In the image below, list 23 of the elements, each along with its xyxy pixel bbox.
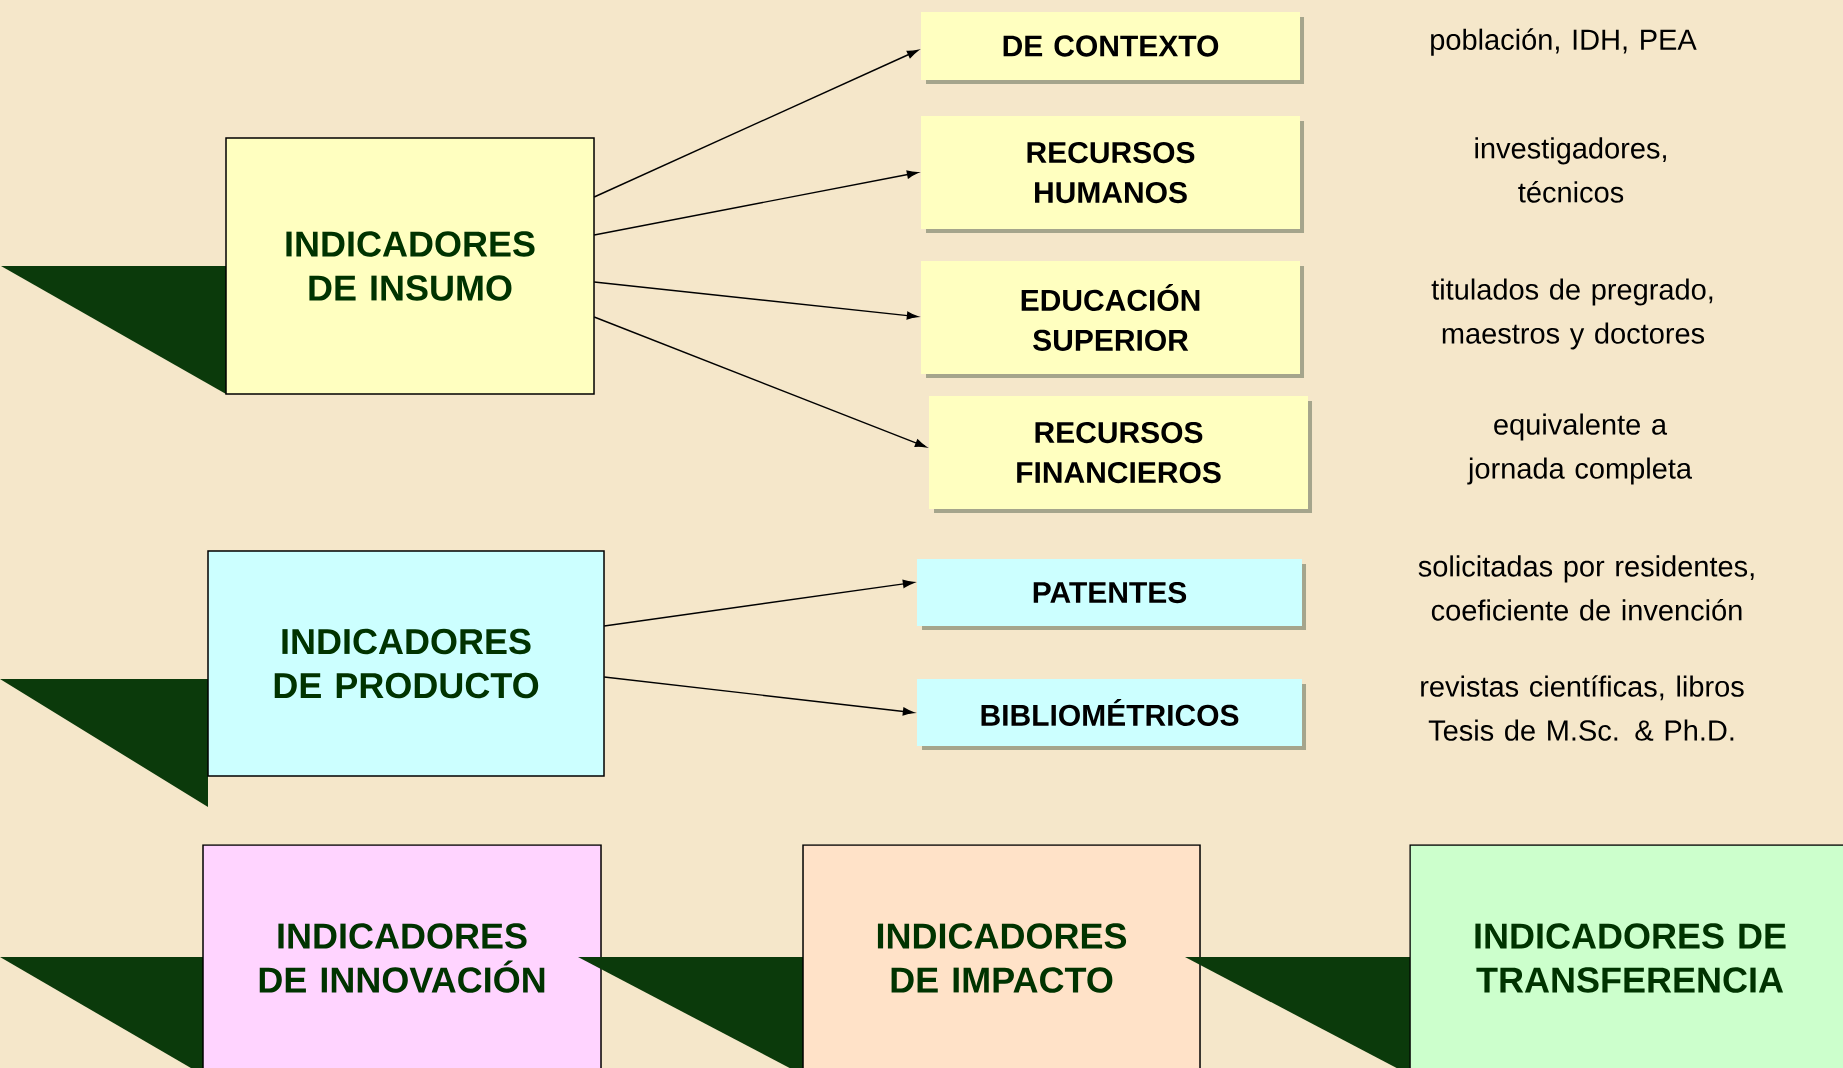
arrow xyxy=(593,170,919,236)
arrow xyxy=(593,281,919,320)
category-box: RECURSOS HUMANOS xyxy=(921,116,1304,233)
description-text: titulados de pregrado, maestros y doctores xyxy=(1431,278,1713,350)
indicator-box: INDICADORES DE IMPACTO xyxy=(578,844,1201,1068)
description-text: población, IDH, PEA xyxy=(1431,28,1697,56)
arrow xyxy=(603,579,915,627)
description-text: equivalente a jornada completa xyxy=(1467,413,1692,485)
description-text: investigadores, técnicos xyxy=(1475,137,1666,203)
category-box: BIBLIOMÉTRICOS xyxy=(917,679,1306,750)
arrow xyxy=(593,49,919,198)
description-text: solicitadas por residentes, coeficiente de invención xyxy=(1418,555,1754,621)
category-box: EDUCACIÓN SUPERIOR xyxy=(921,261,1304,378)
indicator-box: INDICADORES DE INNOVACIÓN xyxy=(0,844,602,1068)
description-text: revistas científicas, libros Tesis de M.Sc. & Ph.D. xyxy=(1421,675,1744,741)
indicator-box: INDICADORES DE INSUMO xyxy=(1,137,595,395)
indicator-box: INDICADORES DE TRANSFERENCIA xyxy=(1185,844,1843,1068)
category-box: PATENTES xyxy=(917,559,1306,630)
indicator-box: INDICADORES DE PRODUCTO xyxy=(0,550,605,807)
category-box: RECURSOS FINANCIEROS xyxy=(929,396,1312,513)
arrow xyxy=(603,676,915,716)
arrow xyxy=(593,316,927,448)
category-box: DE CONTEXTO xyxy=(921,12,1304,84)
